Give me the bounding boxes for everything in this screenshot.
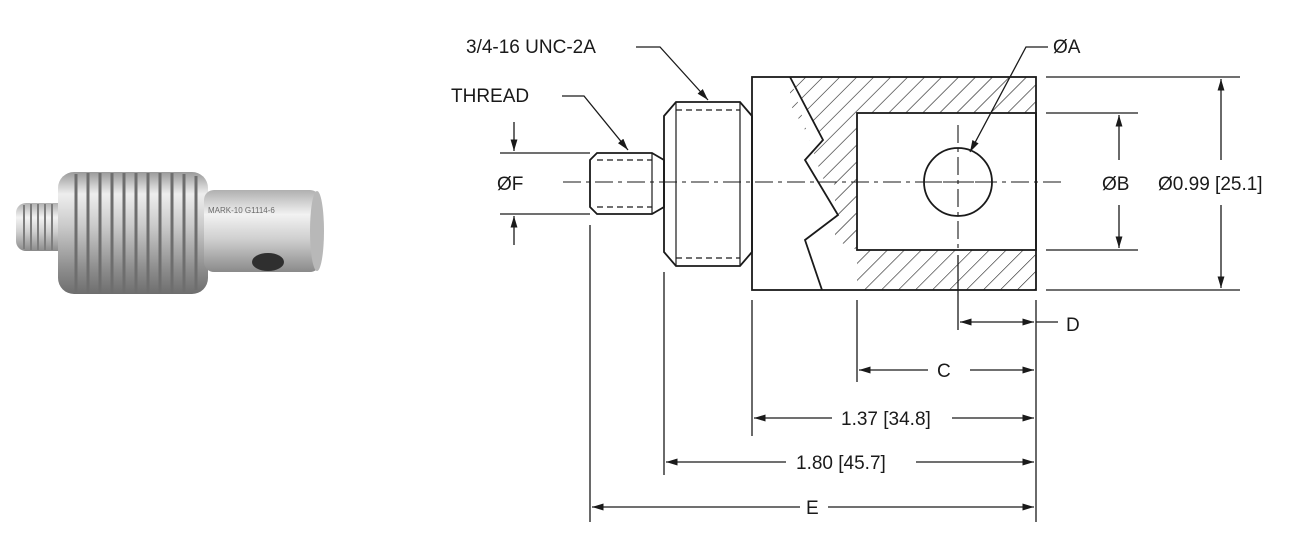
leader-thread-spec	[636, 46, 709, 101]
leader-thread	[562, 95, 629, 151]
threaded-stud	[589, 152, 665, 215]
product-photo: MARK-10 G1114-6	[16, 172, 324, 294]
cross-hole	[252, 253, 284, 271]
label-len-body: 1.37 [34.8]	[841, 409, 931, 430]
label-dim-d: D	[1066, 315, 1080, 336]
label-dia-f: ØF	[497, 174, 523, 195]
label-len-total-head: 1.80 [45.7]	[796, 453, 886, 474]
label-dia-b: ØB	[1102, 174, 1129, 195]
label-dim-c: C	[937, 361, 951, 382]
broken-section-edge	[789, 76, 840, 291]
leader-dia-a	[969, 46, 1048, 153]
label-thread: THREAD	[451, 86, 529, 107]
main-threads	[74, 173, 198, 293]
label-thread-spec: 3/4-16 UNC-2A	[466, 37, 596, 58]
label-dim-e: E	[806, 498, 819, 519]
engraving-text: MARK-10 G1114-6	[208, 206, 275, 215]
label-dia-overall: Ø0.99 [25.1]	[1158, 174, 1263, 195]
threaded-collar	[663, 101, 753, 267]
label-dia-a: ØA	[1053, 37, 1081, 58]
